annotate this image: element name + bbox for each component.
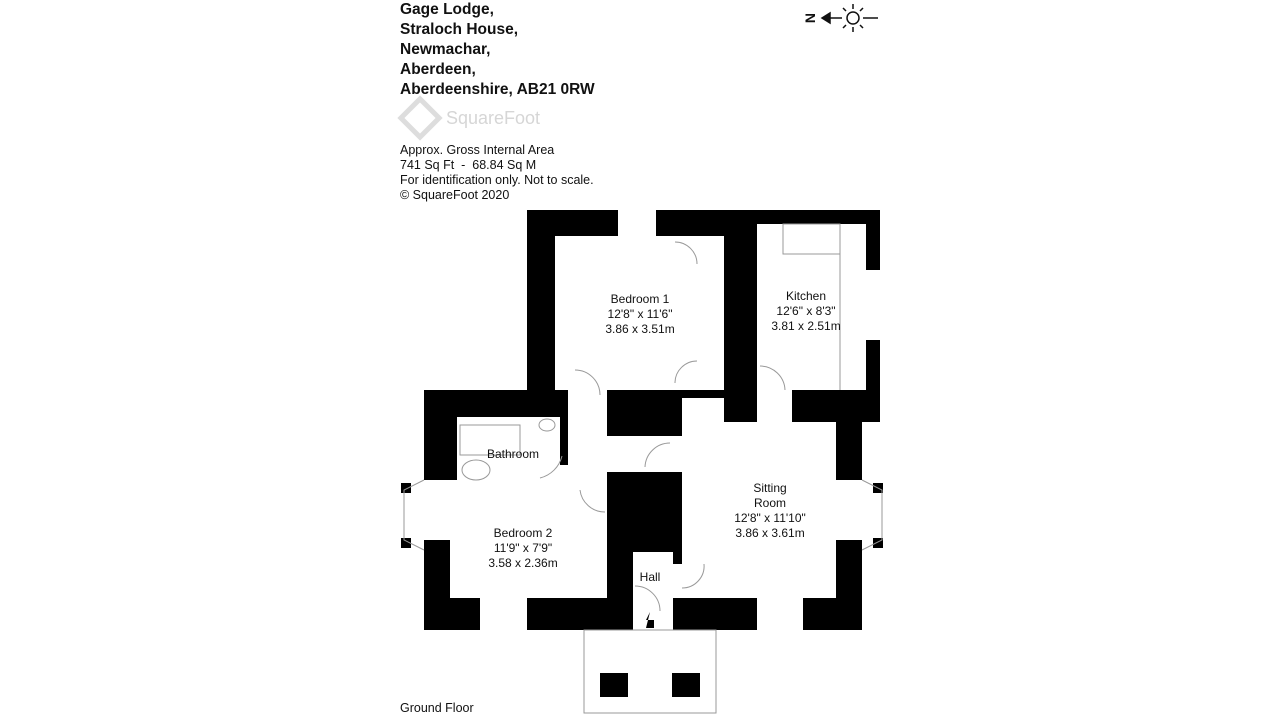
door-swing bbox=[574, 369, 601, 396]
area-info: Approx. Gross Internal Area 741 Sq Ft - … bbox=[400, 143, 594, 203]
room-name: Sitting bbox=[753, 481, 786, 495]
room-dimensions-imperial: 12'6" x 8'3" bbox=[776, 304, 835, 318]
room-labels: Bedroom 1 12'8" x 11'6" 3.86 x 3.51m Kit… bbox=[487, 289, 841, 584]
door-swing bbox=[644, 442, 671, 468]
door-swing bbox=[674, 241, 698, 265]
info-line: Approx. Gross Internal Area bbox=[400, 143, 555, 157]
room-name: Room bbox=[754, 496, 786, 510]
north-label: N bbox=[802, 13, 818, 23]
door-swing bbox=[681, 563, 705, 589]
room-dimensions-metric: 3.86 x 3.51m bbox=[605, 322, 674, 336]
kitchen-counter bbox=[782, 223, 841, 255]
door-swing bbox=[579, 489, 606, 513]
bath-icon bbox=[459, 424, 521, 456]
bay-window-right bbox=[861, 479, 883, 551]
room-name: Bathroom bbox=[487, 447, 539, 461]
room-name: Bedroom 2 bbox=[494, 526, 553, 540]
room-dimensions-metric: 3.86 x 3.61m bbox=[735, 526, 804, 540]
info-line: For identification only. Not to scale. bbox=[400, 173, 594, 187]
logo-text: SquareFoot bbox=[446, 107, 541, 128]
door-swing bbox=[539, 455, 563, 479]
door-swing bbox=[674, 360, 698, 384]
property-address: Gage Lodge, Straloch House, Newmachar, A… bbox=[400, 0, 595, 100]
room-name: Hall bbox=[640, 570, 661, 584]
room-dimensions-imperial: 11'9" x 7'9" bbox=[494, 541, 552, 555]
room-dimensions-metric: 3.58 x 2.36m bbox=[488, 556, 557, 570]
room-dimensions-imperial: 12'8" x 11'10" bbox=[734, 511, 806, 525]
address-line: Aberdeen, bbox=[400, 61, 476, 78]
bay-window-left bbox=[403, 479, 425, 551]
address-line: Straloch House, bbox=[400, 21, 518, 38]
toilet-icon bbox=[461, 459, 491, 481]
address-line: Newmachar, bbox=[400, 41, 491, 58]
room-name: Kitchen bbox=[786, 289, 826, 303]
compass-icon: N bbox=[802, 4, 878, 32]
door-swing bbox=[759, 365, 786, 391]
outlines bbox=[403, 223, 883, 714]
address-line: Gage Lodge, bbox=[400, 1, 494, 18]
info-line: 741 Sq Ft - 68.84 Sq M bbox=[400, 158, 537, 172]
sink-icon bbox=[538, 418, 556, 432]
room-dimensions-metric: 3.81 x 2.51m bbox=[771, 319, 840, 333]
floor-label: Ground Floor bbox=[400, 701, 474, 715]
door-swing bbox=[634, 585, 661, 612]
room-dimensions-imperial: 12'8" x 11'6" bbox=[608, 307, 673, 321]
room-name: Bedroom 1 bbox=[611, 292, 670, 306]
walls bbox=[401, 210, 883, 697]
info-line: © SquareFoot 2020 bbox=[400, 188, 510, 202]
address-line: Aberdeenshire, AB21 0RW bbox=[400, 81, 595, 98]
porch-outline bbox=[583, 629, 717, 714]
squarefoot-logo: SquareFoot bbox=[397, 95, 541, 141]
